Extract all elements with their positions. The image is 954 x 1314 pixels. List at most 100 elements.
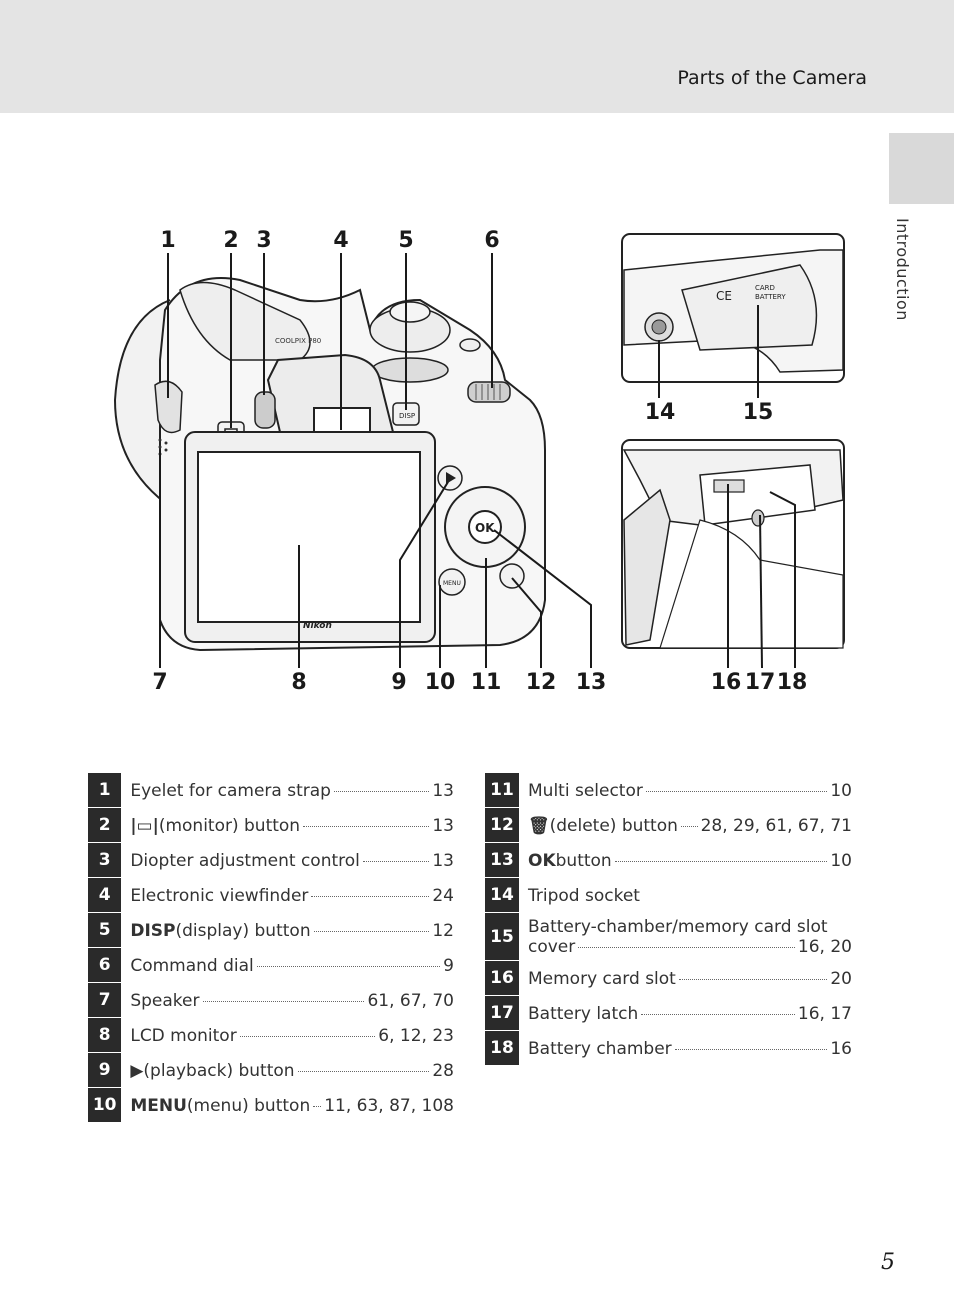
page-reference: 28, 29, 61, 67, 71 xyxy=(700,815,852,836)
part-name: Electronic viewfinder xyxy=(130,885,309,906)
battery-label: BATTERY xyxy=(755,293,786,301)
part-name-continued: cover xyxy=(528,937,576,957)
part-name: Battery latch xyxy=(528,1003,639,1024)
button-symbol-icon: MENU xyxy=(130,1095,187,1116)
leader-dots xyxy=(297,1070,430,1072)
callout-leaders xyxy=(159,253,796,669)
part-number: 3 xyxy=(88,843,122,878)
part-name: Battery-chamber/memory card slot xyxy=(528,917,828,937)
callout-15: 15 xyxy=(743,400,774,425)
leader-dots xyxy=(333,790,430,792)
leader-dots xyxy=(614,860,828,862)
page-reference: 11, 63, 87, 108 xyxy=(324,1095,454,1116)
part-description: Battery latch 16, 17 xyxy=(519,996,852,1031)
part-name: Speaker xyxy=(130,990,200,1011)
page-reference: 10 xyxy=(830,850,852,871)
button-symbol-icon: 🗑 xyxy=(528,815,550,836)
leader-dots xyxy=(239,1035,376,1037)
section-label: Introduction xyxy=(893,218,912,321)
part-number: 15 xyxy=(485,913,519,961)
part-name: (display) button xyxy=(175,920,311,941)
leader-dots xyxy=(313,930,430,932)
part-name: Eyelet for camera strap xyxy=(130,780,331,801)
callout-6: 6 xyxy=(484,228,499,253)
page-reference: 16, 20 xyxy=(797,937,852,957)
callout-12: 12 xyxy=(526,670,557,695)
callout-numbers: 1 2 3 4 5 6 7 8 9 10 11 12 13 14 15 16 1… xyxy=(152,228,807,695)
ok-label: OK xyxy=(475,521,495,535)
callout-18: 18 xyxy=(777,670,808,695)
button-symbol-icon: |▭| xyxy=(130,815,159,836)
leader-dots xyxy=(362,860,430,862)
page-reference: 16, 17 xyxy=(797,1003,852,1024)
leader-dots xyxy=(578,947,795,948)
leader-dots xyxy=(313,1105,322,1107)
page-reference: 24 xyxy=(432,885,454,906)
part-number: 11 xyxy=(485,773,519,808)
callout-9: 9 xyxy=(391,670,406,695)
part-number: 13 xyxy=(485,843,519,878)
callout-7: 7 xyxy=(152,670,167,695)
callout-14: 14 xyxy=(645,400,676,425)
part-name: (menu) button xyxy=(186,1095,311,1116)
page-reference: 61, 67, 70 xyxy=(367,990,454,1011)
page-reference: 9 xyxy=(443,955,454,976)
callout-17: 17 xyxy=(745,670,776,695)
leader-dots xyxy=(645,790,828,792)
leader-dots xyxy=(256,965,441,967)
parts-row: 4 Electronic viewfinder 24 xyxy=(88,878,454,913)
leader-dots xyxy=(202,1000,365,1002)
part-number: 9 xyxy=(88,1053,122,1088)
bottom-view-illustration: CE CARD BATTERY xyxy=(621,233,845,383)
part-number: 4 xyxy=(88,878,122,913)
part-description: Electronic viewfinder 24 xyxy=(121,878,454,913)
part-number: 14 xyxy=(485,878,519,913)
callout-11: 11 xyxy=(471,670,502,695)
part-name: Memory card slot xyxy=(528,968,676,989)
part-number: 7 xyxy=(88,983,122,1018)
page-title: Parts of the Camera xyxy=(677,67,867,89)
part-number: 12 xyxy=(485,808,519,843)
callout-1: 1 xyxy=(160,228,175,253)
battery-chamber-illustration xyxy=(621,439,845,649)
callout-8: 8 xyxy=(291,670,306,695)
callout-13: 13 xyxy=(576,670,607,695)
page-reference: 12 xyxy=(432,920,454,941)
model-label: COOLPIX P80 xyxy=(275,337,321,345)
leader-dots xyxy=(311,895,430,897)
part-name: button xyxy=(555,850,612,871)
part-number: 18 xyxy=(485,1031,519,1066)
page-reference: 13 xyxy=(432,815,454,836)
part-number: 1 xyxy=(88,773,122,808)
part-number: 6 xyxy=(88,948,122,983)
button-symbol-icon: ▶ xyxy=(130,1060,144,1081)
part-number: 5 xyxy=(88,913,122,948)
parts-row: 7 Speaker 61, 67, 70 xyxy=(88,983,454,1018)
part-name: Diopter adjustment control xyxy=(130,850,360,871)
brand-logo: Nikon xyxy=(303,621,332,631)
menu-button-label: MENU xyxy=(443,580,461,587)
ce-mark: CE xyxy=(716,289,732,303)
part-name: Multi selector xyxy=(528,780,643,801)
